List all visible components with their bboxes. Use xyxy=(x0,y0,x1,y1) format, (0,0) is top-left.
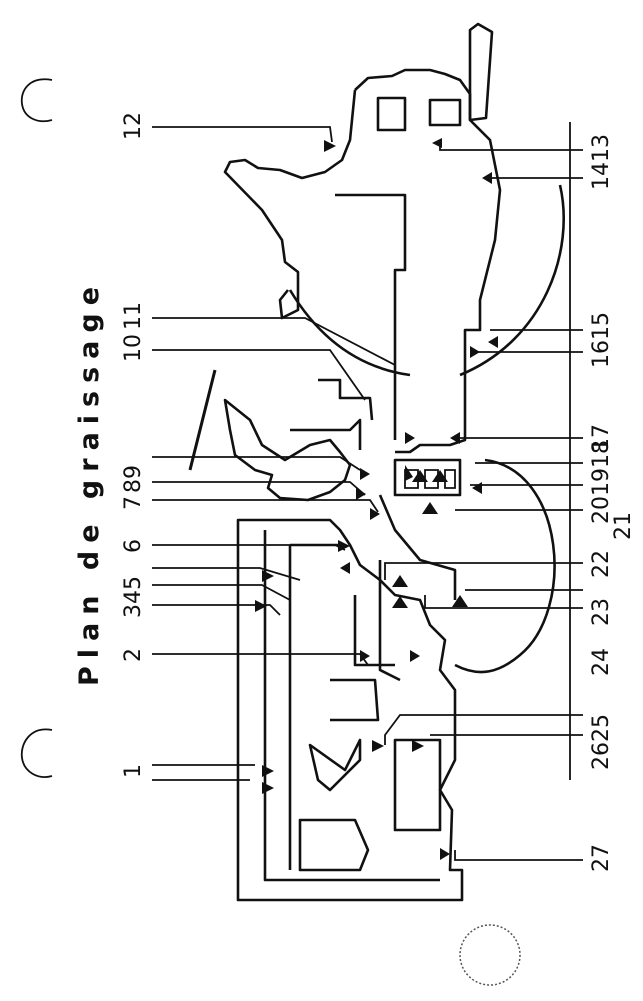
rear-housing-top xyxy=(223,89,357,320)
lubrication-points xyxy=(255,138,498,860)
grease-point xyxy=(262,765,274,777)
callout-22: 22 xyxy=(589,550,614,578)
grease-point xyxy=(262,782,274,794)
binder-hole-bottom xyxy=(20,728,53,778)
callout-27: 27 xyxy=(589,844,614,872)
grease-point xyxy=(405,432,415,444)
seat-area xyxy=(223,398,352,502)
callout-21: 21 xyxy=(611,512,636,540)
grease-point xyxy=(392,596,408,608)
grease-point xyxy=(370,508,380,520)
callout-1413: 1413 xyxy=(589,134,614,190)
callout-17: 17 xyxy=(589,424,614,452)
grease-point xyxy=(324,140,336,152)
grease-point xyxy=(372,740,384,752)
callout-6: 6 xyxy=(121,539,146,553)
grease-point xyxy=(452,595,468,607)
grease-point xyxy=(392,575,408,587)
rear-frame xyxy=(335,193,407,440)
grease-point xyxy=(340,562,350,574)
engine-inner-frame xyxy=(263,530,440,882)
grease-point xyxy=(470,346,480,358)
hitch-arm xyxy=(468,22,494,122)
gearbox-slots xyxy=(404,469,456,489)
grease-point xyxy=(440,848,450,860)
control-lever xyxy=(318,378,374,421)
callout-1: 1 xyxy=(121,764,146,778)
grease-point xyxy=(450,432,460,444)
oil-pan xyxy=(330,595,395,722)
steering-column xyxy=(188,369,217,471)
callout-23: 23 xyxy=(589,598,614,626)
grease-point xyxy=(432,138,442,148)
callout-1615: 1615 xyxy=(589,312,614,368)
callout-12: 12 xyxy=(121,112,146,140)
callout-24: 24 xyxy=(589,648,614,676)
grease-point xyxy=(360,468,370,480)
front-axle-box xyxy=(393,738,442,832)
rear-cab-block xyxy=(376,96,462,132)
binder-hole-top xyxy=(20,78,53,123)
callout-lines xyxy=(152,126,583,861)
rear-housing xyxy=(354,68,502,454)
callout-89: 89 xyxy=(121,465,146,493)
center-housing xyxy=(378,494,457,682)
rear-wheel-upper xyxy=(288,289,411,377)
radiator-block xyxy=(298,818,370,872)
grease-point xyxy=(472,482,482,494)
callout-2625: 2625 xyxy=(589,714,614,770)
gearbox xyxy=(393,458,462,497)
grease-point xyxy=(410,650,420,662)
front-wheel xyxy=(454,458,556,674)
callout-201918: 201918 xyxy=(589,440,614,524)
binder-hole-round xyxy=(459,924,521,986)
grease-point xyxy=(412,740,424,752)
grease-point xyxy=(405,465,413,481)
grease-point xyxy=(422,502,438,514)
callout-2: 2 xyxy=(121,648,146,662)
front-bracket xyxy=(308,738,362,792)
grease-point xyxy=(482,172,492,184)
grease-point xyxy=(356,488,366,500)
engine-outline xyxy=(236,518,464,902)
callout-10: 10 xyxy=(121,334,146,362)
diagram-title: Plan de graissage xyxy=(74,279,105,686)
rear-wheel xyxy=(459,184,565,377)
grease-point xyxy=(412,470,428,482)
grease-point xyxy=(338,540,350,552)
grease-point xyxy=(488,336,498,348)
seat-back xyxy=(290,418,362,450)
callout-11: 11 xyxy=(121,302,146,330)
grease-point xyxy=(262,570,274,582)
grease-point xyxy=(432,470,448,482)
grease-point xyxy=(360,650,370,662)
callout-345: 345 xyxy=(121,576,146,618)
grease-point xyxy=(255,600,267,612)
callout-7: 7 xyxy=(121,496,146,510)
